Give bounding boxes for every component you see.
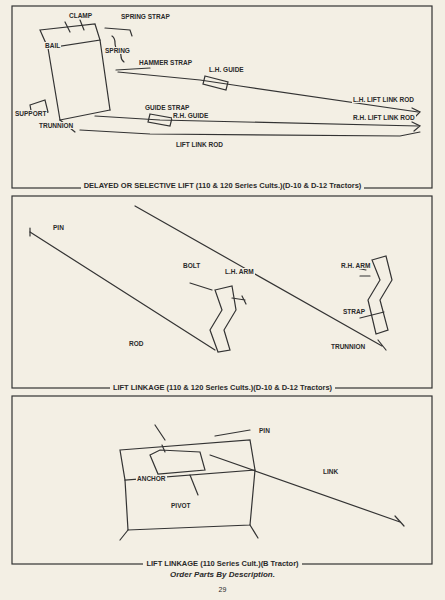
- part-label: ANCHOR: [136, 475, 167, 482]
- part-label: BAIL: [44, 42, 61, 49]
- part-label: STRAP: [342, 308, 366, 315]
- page-number: 29: [218, 586, 228, 594]
- part-label: PIN: [52, 224, 65, 231]
- part-label: BOLT: [182, 262, 201, 269]
- part-label: TRUNNION: [330, 343, 366, 350]
- part-label: PIN: [258, 427, 271, 434]
- part-label: HAMMER STRAP: [138, 59, 193, 66]
- part-label: L.H. GUIDE: [208, 66, 245, 73]
- part-label: L.H. LIFT LINK ROD: [352, 96, 415, 103]
- caption: DELAYED OR SELECTIVE LIFT (110 & 120 Ser…: [81, 182, 365, 190]
- part-label: TRUNNION: [38, 122, 74, 129]
- part-label: PIVOT: [170, 502, 192, 509]
- part-label: GUIDE STRAP: [144, 104, 190, 111]
- part-label: R.H. LIFT LINK ROD: [352, 114, 416, 121]
- part-label: L.H. ARM: [224, 268, 255, 275]
- part-label: LINK: [322, 468, 339, 475]
- part-label: CLAMP: [68, 12, 93, 19]
- part-label: SPRING STRAP: [120, 13, 171, 20]
- footer-note: Order Parts By Description.: [169, 571, 276, 580]
- part-label: R.H. ARM: [340, 262, 371, 269]
- part-label: LIFT LINK ROD: [175, 141, 224, 148]
- part-label: R.H. GUIDE: [172, 112, 209, 119]
- caption: LIFT LINKAGE (110 Series Cult.)(B Tracto…: [143, 560, 301, 568]
- part-label: SPRING: [104, 47, 131, 54]
- caption: LIFT LINKAGE (110 & 120 Series Cults.)(D…: [110, 384, 335, 392]
- part-label: ROD: [128, 340, 144, 347]
- part-label: SUPPORT: [14, 110, 47, 117]
